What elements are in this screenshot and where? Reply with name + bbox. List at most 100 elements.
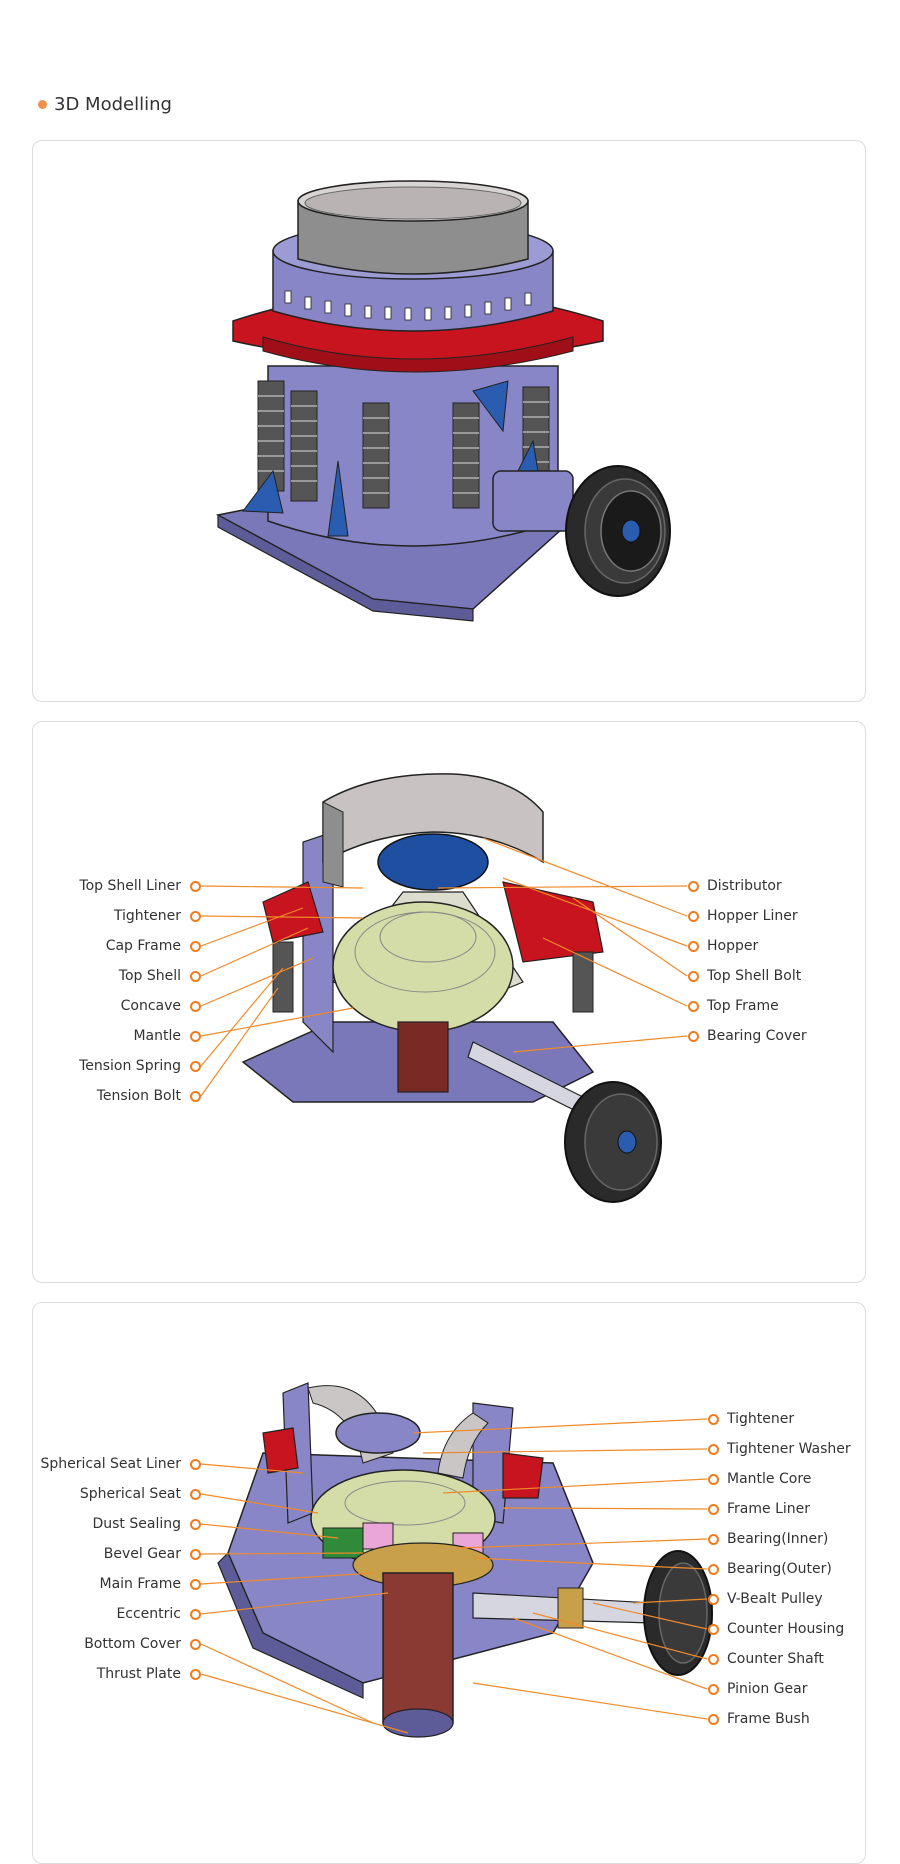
part-label: Eccentric — [116, 1606, 181, 1622]
callout-marker-icon — [190, 1091, 201, 1102]
leader-line — [632, 1598, 708, 1604]
part-label: Concave — [120, 998, 181, 1014]
callout-marker-icon — [708, 1474, 719, 1485]
callout-marker-icon — [708, 1654, 719, 1665]
section-title-text: 3D Modelling — [54, 94, 172, 115]
callout-marker-icon — [190, 1001, 201, 1012]
part-label: Tightener Washer — [727, 1441, 851, 1457]
part-label: Top Frame — [707, 998, 779, 1014]
leader-line — [472, 1557, 708, 1570]
leader-line — [502, 1507, 708, 1510]
callout-marker-icon — [190, 1061, 201, 1072]
bullet-dot-icon — [38, 100, 47, 109]
leader-line — [200, 1493, 319, 1514]
callout-marker-icon — [708, 1624, 719, 1635]
part-label: Hopper Liner — [707, 908, 798, 924]
leader-line — [532, 1612, 708, 1660]
part-label: Tension Bolt — [96, 1088, 181, 1104]
leader-line — [422, 1448, 708, 1454]
part-label: Tightener — [727, 1411, 795, 1427]
leader-line — [200, 907, 304, 947]
panel-assembled-view — [32, 140, 866, 702]
leader-line — [200, 957, 314, 1007]
callout-marker-icon — [708, 1534, 719, 1545]
crusher-assembled-illustration — [215, 180, 671, 622]
leader-line — [200, 1552, 364, 1555]
callout-marker-icon — [190, 1519, 201, 1530]
callout-marker-icon — [688, 1031, 699, 1042]
callout-marker-icon — [190, 1549, 201, 1560]
part-label: Bearing(Inner) — [727, 1531, 829, 1547]
part-label: Spherical Seat — [79, 1486, 181, 1502]
leader-line — [592, 1602, 708, 1630]
crusher-cutaway-illustration-2 — [200, 1382, 713, 1738]
part-label: Distributor — [707, 878, 782, 894]
callout-marker-icon — [190, 1579, 201, 1590]
part-label: Main Frame — [99, 1576, 182, 1592]
leader-line — [200, 1572, 374, 1585]
callout-marker-icon — [688, 881, 699, 892]
part-label: Mantle — [133, 1028, 181, 1044]
leader-line — [200, 915, 364, 919]
part-label: Counter Housing — [727, 1621, 845, 1637]
part-label: Bottom Cover — [84, 1636, 181, 1652]
leader-line — [512, 1035, 688, 1053]
callout-marker-icon — [708, 1444, 719, 1455]
leader-line — [437, 885, 688, 889]
part-label: Hopper — [707, 938, 759, 954]
section-title: 3D Modelling — [38, 94, 172, 115]
callout-marker-icon — [688, 911, 699, 922]
leader-line — [200, 987, 279, 1097]
leader-line — [200, 1523, 339, 1539]
leader-line — [200, 885, 364, 889]
part-label: Spherical Seat Liner — [40, 1456, 181, 1472]
callout-marker-icon — [190, 1669, 201, 1680]
callout-marker-icon — [688, 941, 699, 952]
part-label: Bearing Cover — [707, 1028, 807, 1044]
part-label: Top Shell Bolt — [707, 968, 802, 984]
callout-marker-icon — [190, 1609, 201, 1620]
part-label: Top Shell Liner — [79, 878, 181, 894]
part-label: Bearing(Outer) — [727, 1561, 832, 1577]
leader-line — [412, 1418, 708, 1434]
callout-marker-icon — [708, 1684, 719, 1695]
leader-line — [200, 1673, 409, 1734]
leader-line — [200, 927, 309, 977]
leader-line — [572, 897, 688, 977]
leader-line — [200, 1463, 304, 1474]
leader-line — [200, 1007, 354, 1037]
part-label: Tension Spring — [79, 1058, 181, 1074]
callout-marker-icon — [190, 1031, 201, 1042]
callout-marker-icon — [708, 1564, 719, 1575]
callout-marker-icon — [190, 1459, 201, 1470]
leader-line — [472, 1682, 708, 1720]
callout-marker-icon — [708, 1414, 719, 1425]
leader-line — [442, 1478, 708, 1494]
part-label: Counter Shaft — [727, 1651, 824, 1667]
crusher-cutaway-illustration-1 — [200, 773, 688, 1203]
leader-line — [200, 1592, 389, 1615]
part-label: Bevel Gear — [103, 1546, 181, 1562]
part-label: Pinion Gear — [727, 1681, 808, 1697]
callout-marker-icon — [708, 1504, 719, 1515]
part-label: V-Bealt Pulley — [727, 1591, 823, 1607]
part-label: Mantle Core — [727, 1471, 812, 1487]
leader-line — [457, 1538, 708, 1549]
leader-line — [512, 1617, 708, 1690]
leader-line — [200, 967, 284, 1067]
leader-line — [542, 937, 688, 1007]
part-label: Cap Frame — [105, 938, 181, 954]
part-label: Frame Liner — [727, 1501, 811, 1517]
callout-marker-icon — [708, 1594, 719, 1605]
leader-line — [200, 1643, 374, 1724]
callout-marker-icon — [708, 1714, 719, 1725]
part-label: Thrust Plate — [96, 1666, 181, 1682]
callout-marker-icon — [190, 1489, 201, 1500]
part-label: Top Shell — [118, 968, 181, 984]
callout-marker-icon — [190, 911, 201, 922]
callout-marker-icon — [190, 941, 201, 952]
leader-line — [502, 877, 688, 947]
leader-line — [482, 837, 688, 917]
